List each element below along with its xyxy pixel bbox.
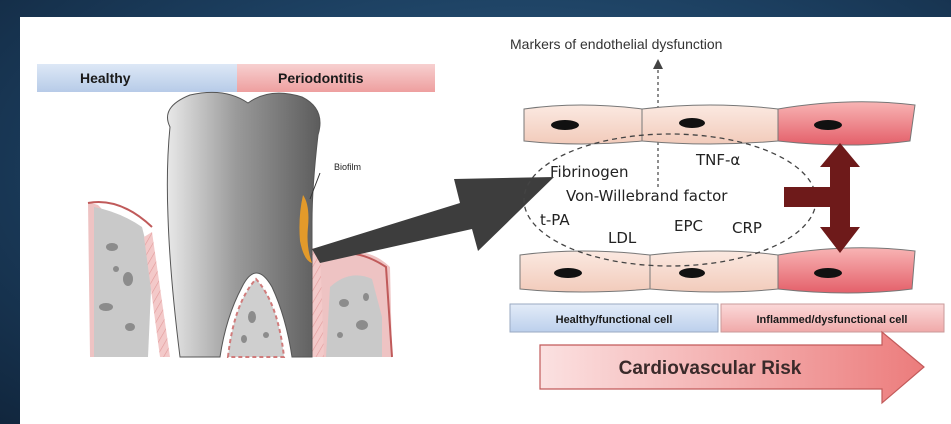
marker-epc: EPC: [674, 217, 703, 235]
marker-fibrinogen: Fibrinogen: [550, 163, 629, 181]
periodontitis-header: Periodontitis: [237, 64, 435, 92]
marker-vwf: Von-Willebrand factor: [566, 187, 728, 205]
healthy-header: Healthy: [37, 64, 237, 92]
nucleus: [814, 268, 842, 278]
marker-ldl: LDL: [608, 229, 637, 247]
slide-canvas: Healthy Periodontitis: [20, 17, 951, 424]
marker-tnf: TNF-α: [695, 151, 740, 169]
cell-healthy-top-2: [642, 105, 778, 144]
tooth-illustration: Biofilm: [88, 92, 392, 357]
markers-label: Markers of endothelial dysfunction: [510, 36, 722, 52]
marker-tpa: t-PA: [540, 211, 570, 229]
cardio-risk-arrow: Cardiovascular Risk: [540, 332, 924, 403]
cell-healthy-bottom-1: [520, 251, 650, 292]
legend-inflamed-cell: Inflammed/dysfunctional cell: [721, 304, 944, 332]
cell-healthy-top-1: [524, 105, 642, 144]
legend-healthy-cell: Healthy/functional cell: [510, 304, 718, 332]
nucleus: [679, 118, 705, 128]
healthy-label: Healthy: [80, 70, 131, 86]
cell-row-top: [524, 102, 915, 145]
cell-inflamed-top: [778, 102, 915, 145]
legend-inflamed-label: Inflammed/dysfunctional cell: [757, 314, 908, 326]
nucleus: [551, 120, 579, 130]
inflammation-arrow: [784, 143, 860, 253]
nucleus: [814, 120, 842, 130]
cell-row-bottom: [520, 248, 915, 293]
cell-healthy-bottom-2: [650, 251, 778, 292]
link-arrow: [312, 177, 554, 263]
bone-right: [326, 275, 382, 357]
bone-left: [94, 207, 152, 357]
biofilm-label: Biofilm: [334, 162, 361, 172]
cardio-risk-label: Cardiovascular Risk: [619, 358, 802, 379]
nucleus: [554, 268, 582, 278]
legend-healthy-label: Healthy/functional cell: [556, 314, 673, 326]
cell-inflamed-bottom: [778, 248, 915, 293]
periodontitis-label: Periodontitis: [278, 70, 364, 86]
nucleus: [679, 268, 705, 278]
marker-crp: CRP: [732, 219, 762, 237]
